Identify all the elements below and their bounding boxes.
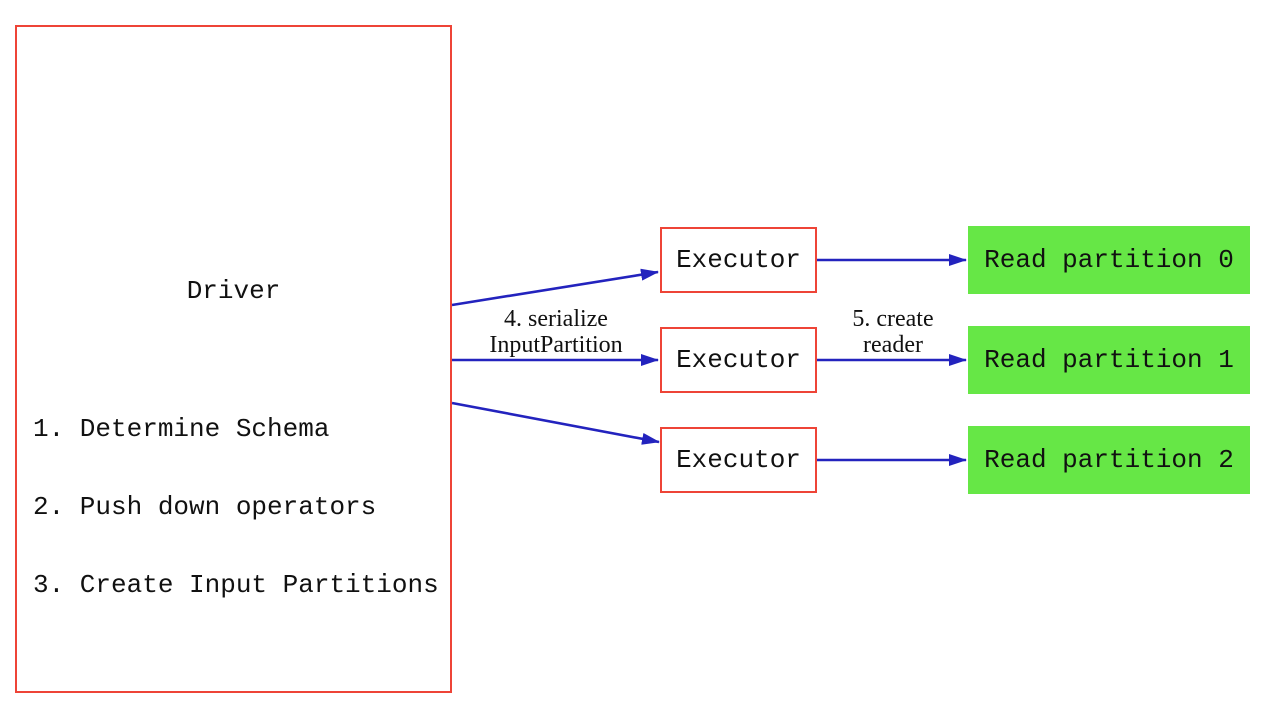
driver-title: Driver: [186, 276, 281, 306]
edge-label-serialize-line1: 4. serialize: [504, 306, 608, 332]
arrow-driver-to-executor-0: [451, 268, 659, 307]
executor-node-1: Executor: [660, 327, 817, 393]
partition-node-1: Read partition 1: [968, 326, 1250, 394]
edge-label-serialize-line2: InputPartition: [489, 332, 623, 358]
driver-steps: 1. Determine Schema 2. Push down operato…: [33, 364, 439, 650]
partition-node-2: Read partition 2: [968, 426, 1250, 494]
edge-label-create-reader: 5. create reader: [793, 306, 993, 358]
executor-node-2: Executor: [660, 427, 817, 493]
edge-label-create-reader-line1: 5. create: [852, 306, 934, 332]
executor-node-0: Executor: [660, 227, 817, 293]
arrow-driver-to-executor-2: [451, 401, 660, 445]
driver-node: Driver 1. Determine Schema 2. Push down …: [15, 25, 452, 693]
driver-step-2: 2. Push down operators: [33, 492, 377, 522]
edge-label-create-reader-line2: reader: [863, 332, 923, 358]
driver-step-1: 1. Determine Schema: [33, 414, 330, 444]
edge-label-serialize-input-partition: 4. serialize InputPartition: [456, 306, 656, 358]
partition-node-0: Read partition 0: [968, 226, 1250, 294]
driver-step-3: 3. Create Input Partitions: [33, 570, 439, 600]
